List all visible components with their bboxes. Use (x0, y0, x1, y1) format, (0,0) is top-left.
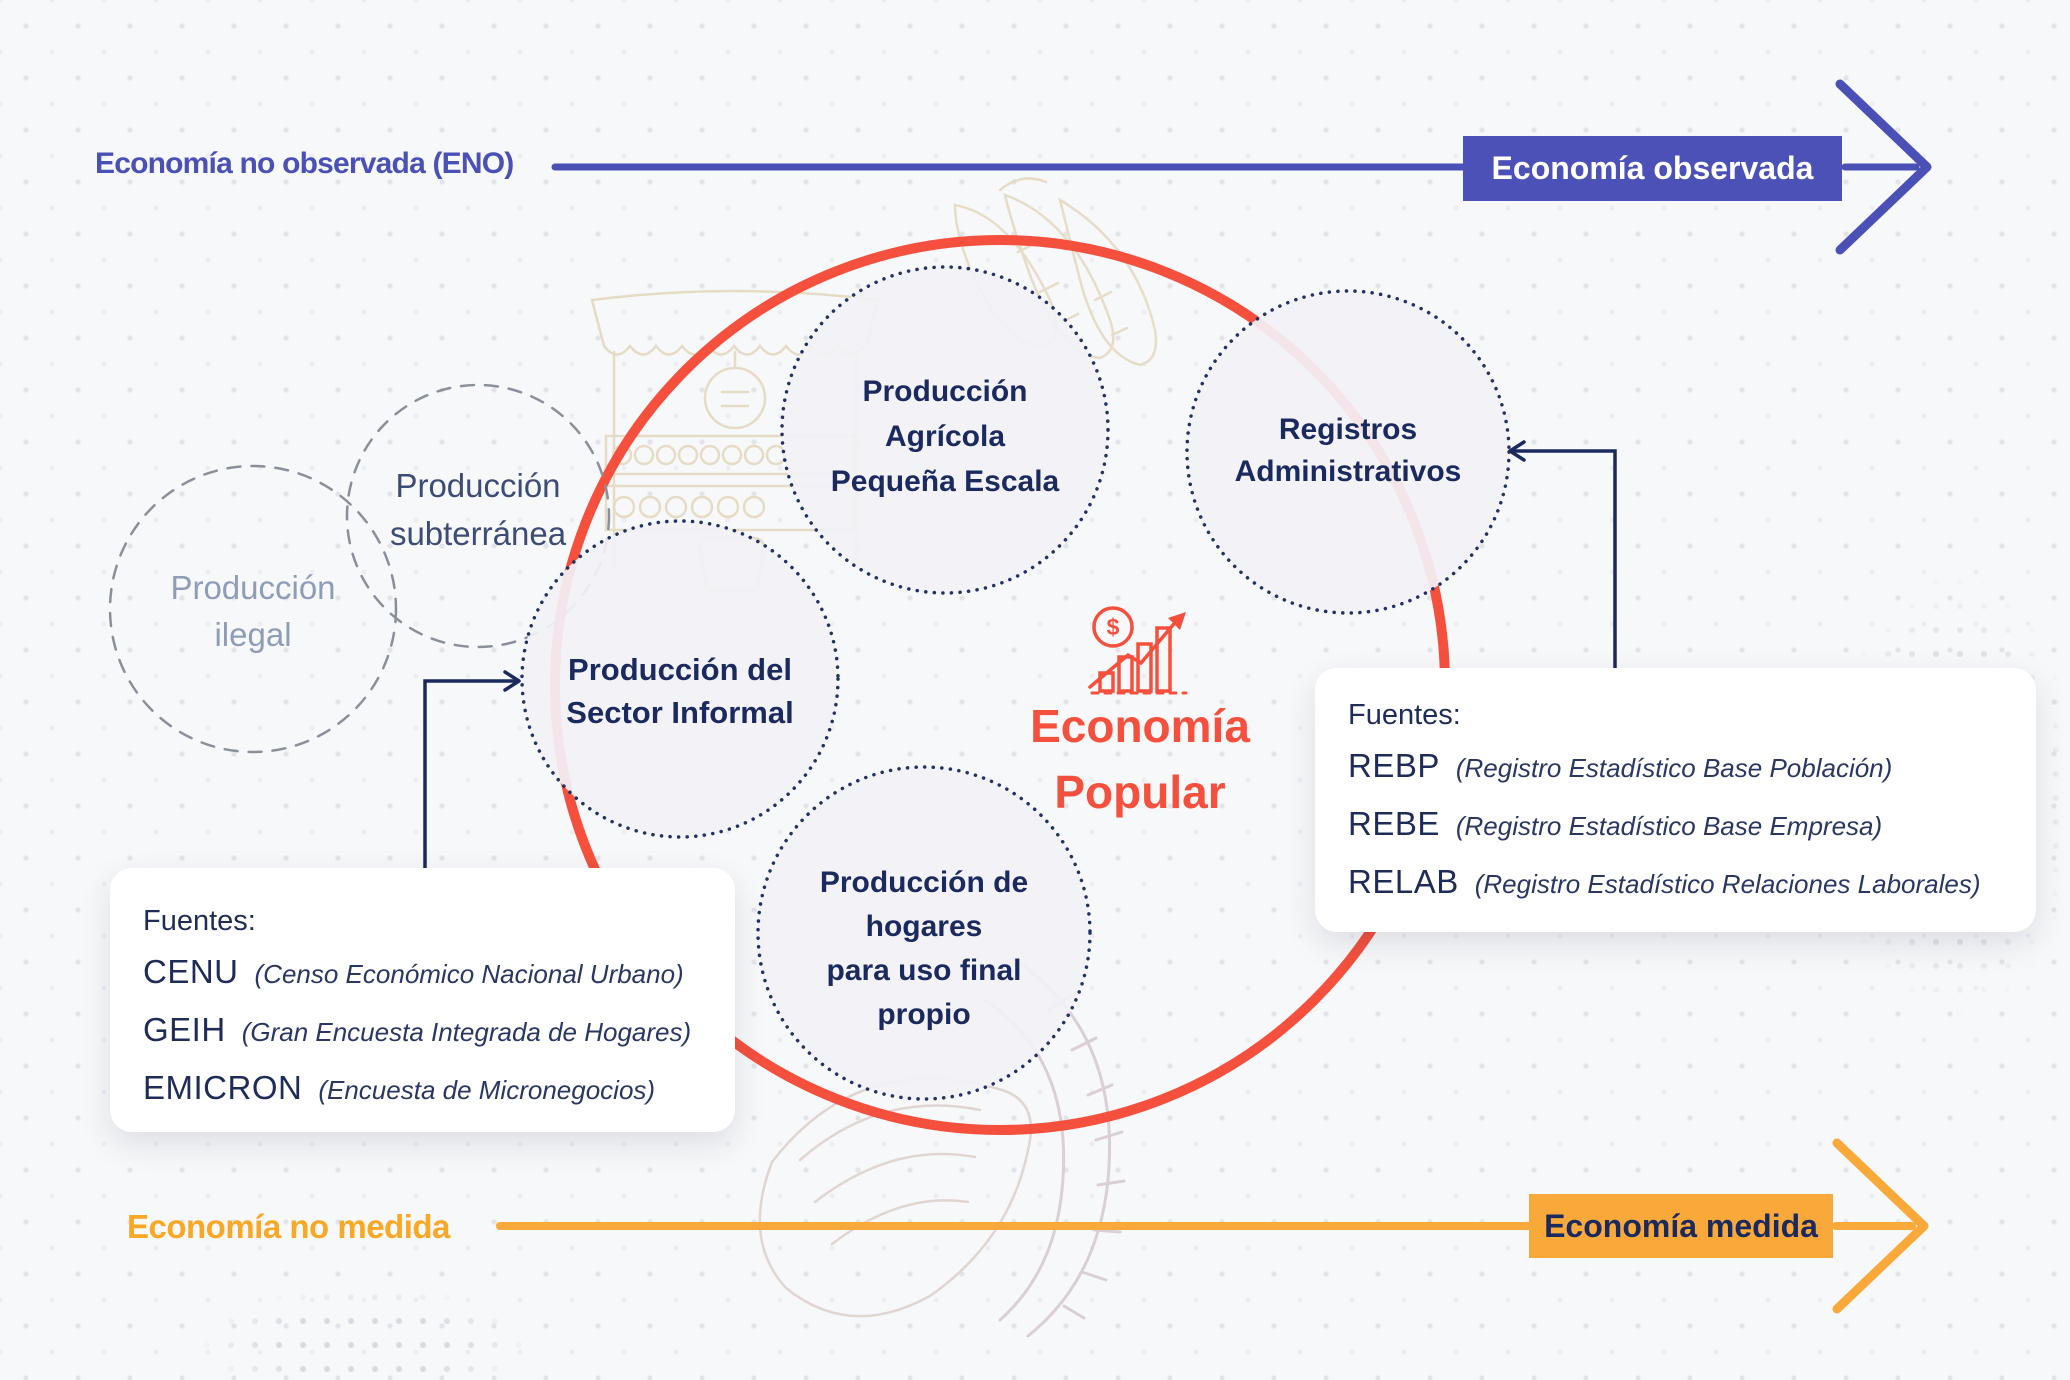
source-description: (Gran Encuesta Integrada de Hogares) (241, 1017, 692, 1047)
connector-left (423, 670, 521, 870)
box-economia-medida: Economía medida (1529, 1194, 1833, 1258)
agricola-line-2: Agrícola (884, 420, 1006, 453)
source-acronym: CENU (143, 953, 239, 990)
produccion-subterranea-circle (345, 383, 611, 649)
sector-informal-line-2: Sector Informal (566, 695, 794, 730)
sources-left-title: Fuentes: (143, 905, 256, 937)
hogares-line-3: para uso final (826, 954, 1022, 987)
agricola-circle (780, 265, 1110, 595)
source-row-geih: GEIH (Gran Encuesta Integrada de Hogares… (143, 1010, 709, 1052)
label-agricola: Producción Agrícola Pequeña Escala (775, 369, 1115, 504)
label-hogares: Producción de hogares para uso final pro… (754, 861, 1094, 1037)
title-line-economia: Economía (1030, 700, 1250, 752)
source-acronym: GEIH (143, 1011, 226, 1048)
box-economia-observada-label: Economía observada (1491, 150, 1814, 186)
agricola-line-3: Pequeña Escala (830, 465, 1060, 498)
dotted-navy-circles (520, 265, 1511, 1101)
hogares-line-4: propio (877, 998, 971, 1031)
bottom-chevron-icon (1832, 1138, 1929, 1314)
hogares-circle (756, 765, 1092, 1101)
hogares-line-1: Producción de (819, 866, 1029, 899)
registros-line-2: Administrativos (1234, 455, 1462, 488)
box-economia-medida-label: Economía medida (1544, 1207, 1818, 1244)
connector-right (1508, 440, 1617, 670)
title-line-popular: Popular (1054, 766, 1226, 818)
sources-right-title: Fuentes: (1348, 699, 1461, 731)
source-row-rebe: REBE (Registro Estadístico Base Empresa) (1348, 804, 2010, 846)
source-row-emicron: EMICRON (Encuesta de Micronegocios) (143, 1068, 709, 1110)
source-description: (Registro Estadístico Base Empresa) (1455, 811, 1883, 841)
box-economia-observada: Economía observada (1463, 136, 1842, 201)
label-produccion-ilegal: Producción ilegal (103, 564, 403, 658)
source-description: (Encuesta de Micronegocios) (318, 1075, 656, 1105)
hogares-line-2: hogares (865, 910, 983, 943)
registros-line-1: Registros (1278, 413, 1418, 446)
top-axis-arrow (551, 79, 1932, 255)
sector-informal-line-1: Producción del (568, 652, 792, 687)
source-description: (Registro Estadístico Base Población) (1455, 753, 1893, 783)
source-row-rebp: REBP (Registro Estadístico Base Població… (1348, 746, 2010, 788)
sources-card-right: Fuentes: REBP (Registro Estadístico Base… (1315, 668, 2036, 932)
label-produccion-subterranea: Producción subterránea (318, 462, 638, 558)
growth-chart-icon (1088, 606, 1188, 695)
source-acronym: EMICRON (143, 1069, 303, 1106)
ilegal-line-1: Producción (170, 569, 336, 606)
economia-popular-title: Economía Popular (990, 693, 1290, 825)
subterranea-line-2: subterránea (389, 515, 567, 552)
label-registros: Registros Administrativos (1178, 409, 1518, 493)
dot-cluster-bottom (195, 1285, 535, 1380)
source-acronym: RELAB (1348, 863, 1459, 900)
source-description: (Registro Estadístico Relaciones Laboral… (1474, 869, 1981, 899)
source-description: (Censo Económico Nacional Urbano) (254, 959, 684, 989)
top-chevron-icon (1835, 79, 1932, 255)
ilegal-line-2: ilegal (214, 616, 292, 653)
dollar-coin-glyph: $ (1106, 614, 1120, 640)
label-economia-no-observada: Economía no observada (ENO) (95, 147, 514, 180)
source-row-cenu: CENU (Censo Económico Nacional Urbano) (143, 952, 709, 994)
agricola-line-1: Producción (862, 375, 1028, 408)
source-acronym: REBE (1348, 805, 1440, 842)
sector-informal-circle (520, 519, 840, 839)
sources-card-left: Fuentes: CENU (Censo Económico Nacional … (110, 868, 735, 1132)
source-row-relab: RELAB (Registro Estadístico Relaciones L… (1348, 862, 2010, 904)
label-sector-informal: Producción del Sector Informal (520, 648, 840, 734)
source-acronym: REBP (1348, 747, 1440, 784)
label-economia-no-medida: Economía no medida (127, 1208, 450, 1245)
produccion-ilegal-circle (108, 464, 398, 754)
gray-dashed-circles (108, 383, 611, 754)
bottom-axis-arrow (496, 1138, 1929, 1314)
subterranea-line-1: Producción (395, 467, 561, 504)
